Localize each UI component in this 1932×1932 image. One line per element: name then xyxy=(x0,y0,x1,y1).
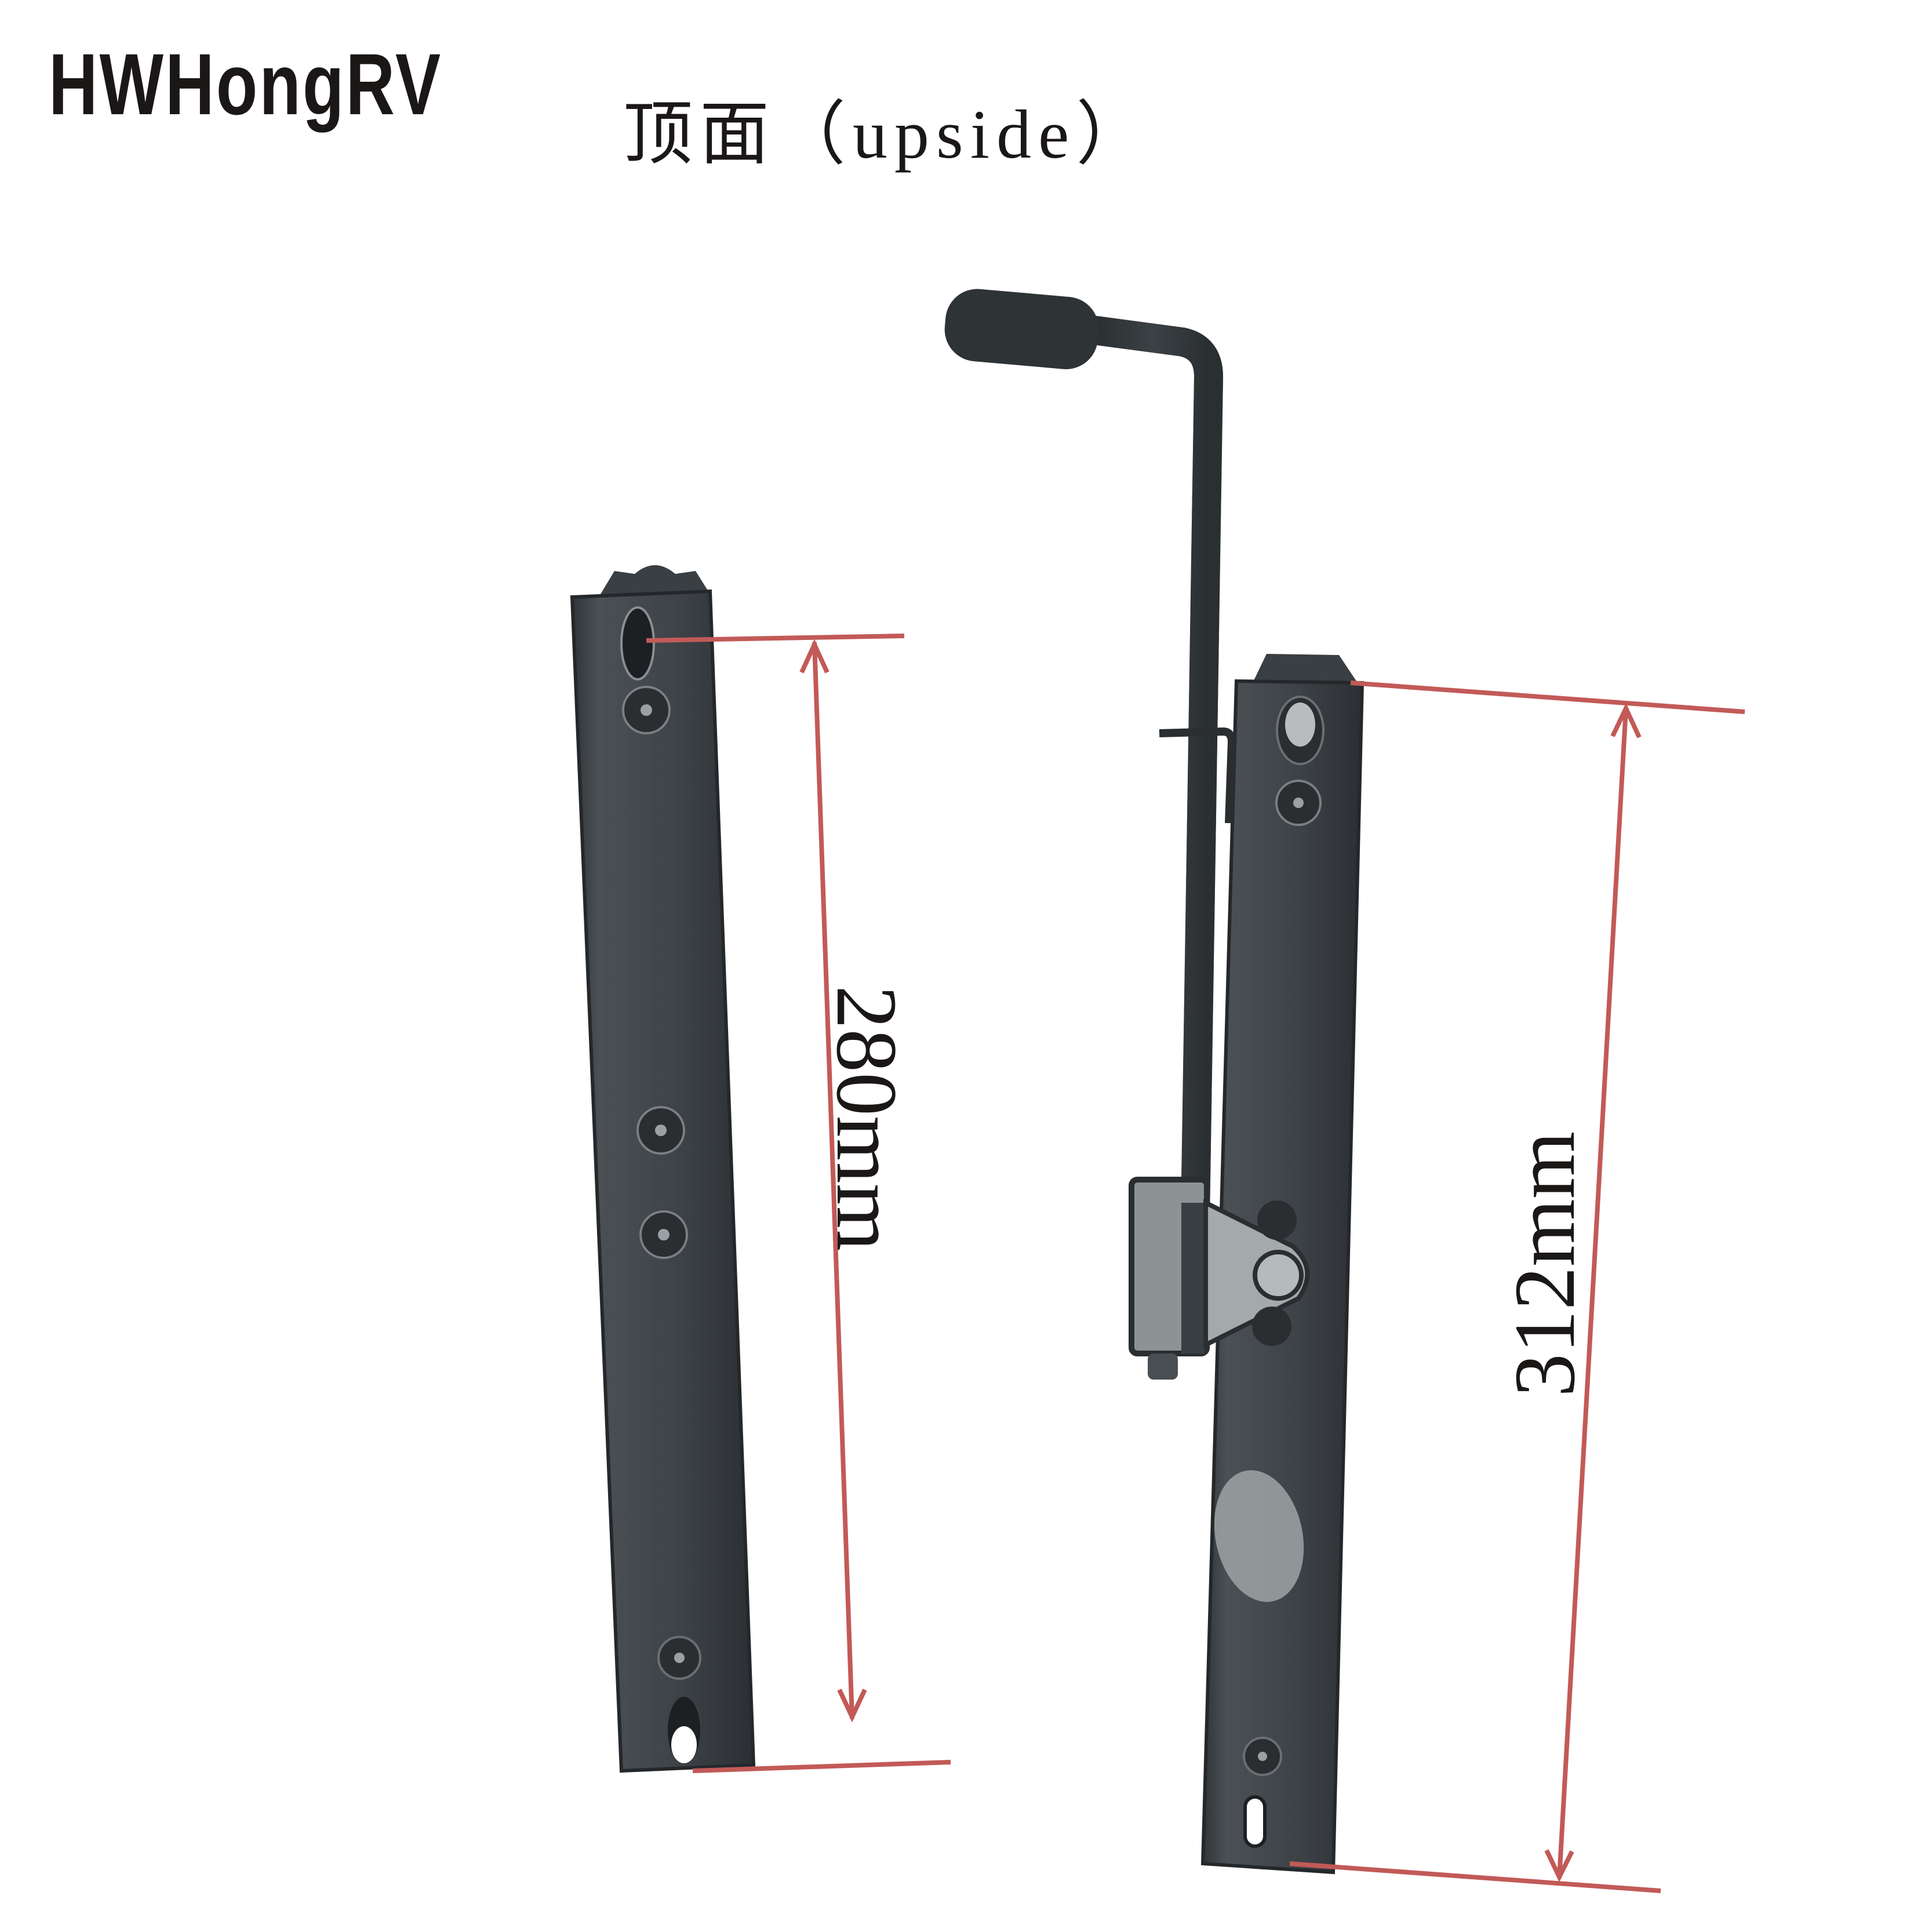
slot-hole-icon xyxy=(620,606,655,681)
rivet-icon xyxy=(1252,1307,1291,1346)
dimension-label-312mm: 312mm xyxy=(1497,1131,1593,1397)
brand-logo: HWHongRV xyxy=(49,35,443,133)
dimension-280mm xyxy=(646,634,951,1773)
release-handle xyxy=(944,289,1310,1380)
handle-grip xyxy=(944,289,1099,369)
view-title: 顶面（upside） xyxy=(623,96,1153,173)
latch-block xyxy=(1129,1177,1310,1380)
dimension-label-280mm: 280mm xyxy=(818,985,915,1251)
dimension-312mm xyxy=(1289,681,1745,1893)
worn-spot xyxy=(1214,1470,1304,1602)
slot-hole-icon xyxy=(1243,1795,1267,1848)
right-rail-end-cap xyxy=(1252,654,1356,684)
left-rail xyxy=(570,565,756,1773)
rivet-icon xyxy=(1257,1200,1297,1240)
